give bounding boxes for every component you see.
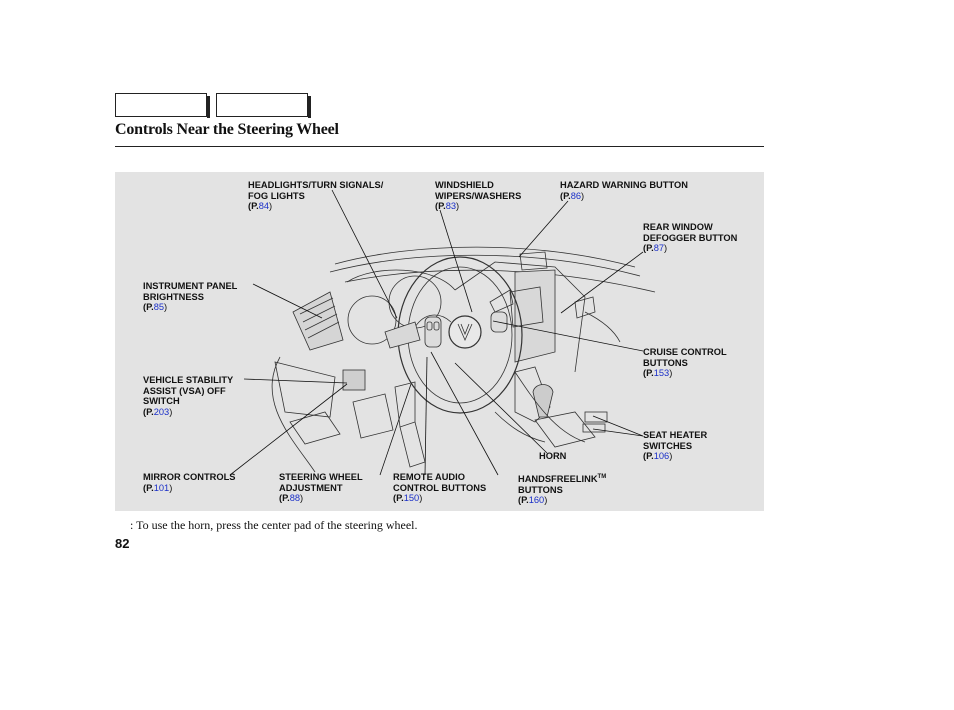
ref-seat-heater[interactable]: (P.106) — [643, 451, 707, 462]
ref-headlights[interactable]: (P.84) — [248, 201, 383, 212]
title-rule — [115, 146, 764, 147]
footnote: : To use the horn, press the center pad … — [130, 518, 418, 533]
page-number: 82 — [115, 536, 129, 551]
ref-hazard[interactable]: (P.86) — [560, 191, 688, 202]
label-wipers: WINDSHIELD WIPERS/WASHERS (P.83) — [435, 180, 521, 212]
label-horn: HORN — [539, 451, 566, 462]
nav-button-2[interactable] — [216, 93, 308, 117]
label-brightness: INSTRUMENT PANEL BRIGHTNESS (P.85) — [143, 281, 237, 313]
label-defogger: REAR WINDOW DEFOGGER BUTTON (P.87) — [643, 222, 737, 254]
ref-mirror[interactable]: (P.101) — [143, 483, 235, 494]
ref-remote-audio[interactable]: (P.150) — [393, 493, 486, 504]
label-steering-adjustment: STEERING WHEEL ADJUSTMENT (P.88) — [279, 472, 363, 504]
label-cruise: CRUISE CONTROL BUTTONS (P.153) — [643, 347, 727, 379]
label-hazard: HAZARD WARNING BUTTON (P.86) — [560, 180, 688, 201]
label-remote-audio: REMOTE AUDIO CONTROL BUTTONS (P.150) — [393, 472, 486, 504]
ref-steering-adjustment[interactable]: (P.88) — [279, 493, 363, 504]
ref-defogger[interactable]: (P.87) — [643, 243, 737, 254]
ref-wipers[interactable]: (P.83) — [435, 201, 521, 212]
ref-brightness[interactable]: (P.85) — [143, 302, 237, 313]
label-vsa: VEHICLE STABILITY ASSIST (VSA) OFF SWITC… — [143, 375, 233, 417]
ref-cruise[interactable]: (P.153) — [643, 368, 727, 379]
ref-vsa[interactable]: (P.203) — [143, 407, 233, 418]
nav-button-1[interactable] — [115, 93, 207, 117]
label-mirror: MIRROR CONTROLS (P.101) — [143, 472, 235, 493]
label-handsfreelink: HANDSFREELINKTM BUTTONS (P.160) — [518, 472, 606, 506]
ref-handsfreelink[interactable]: (P.160) — [518, 495, 606, 506]
page-title: Controls Near the Steering Wheel — [115, 121, 339, 139]
label-seat-heater: SEAT HEATER SWITCHES (P.106) — [643, 430, 707, 462]
label-headlights: HEADLIGHTS/TURN SIGNALS/ FOG LIGHTS (P.8… — [248, 180, 383, 212]
